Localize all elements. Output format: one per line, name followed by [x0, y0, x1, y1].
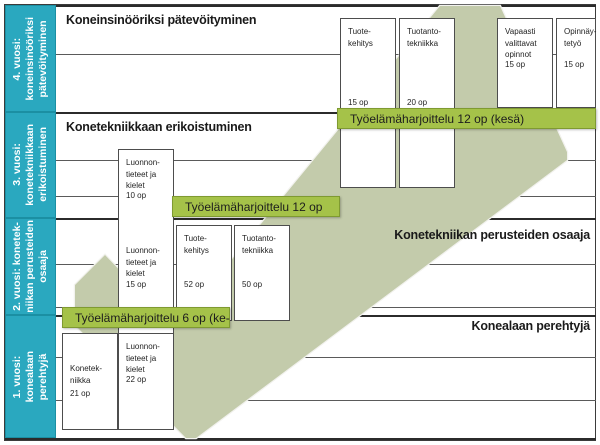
sidebar-item-year2[interactable]: 2. vuosi: konetek- niikan perusteiden os… — [5, 218, 56, 315]
sidebar-item-year2-label: 2. vuosi: konetek- niikan perusteiden os… — [11, 220, 49, 313]
course-box-opinnaytetyo-15[interactable]: Opinnäy- tetyö 15 op — [556, 18, 596, 108]
course-box-tuotekehitys-15[interactable]: Tuote- kehitys 15 op — [340, 18, 396, 188]
course-name: Luonnon- tieteet ja kielet — [126, 158, 160, 190]
sidebar-item-year3-label: 3. vuosi: konetekniikkaan erikoistuminen — [11, 124, 49, 206]
course-credits: 15 op — [126, 280, 147, 289]
heading-year4: Koneinsinööriksi pätevöityminen — [66, 13, 257, 27]
course-name: Opinnäy- tetyö — [564, 27, 597, 48]
banner-label: Työelämäharjoittelu 12 op — [185, 199, 323, 214]
course-box-tuotantotekniikka-20[interactable]: Tuotanto- tekniikka 20 op — [399, 18, 455, 188]
course-name: Tuotanto- tekniikka — [242, 234, 276, 255]
course-box-tuotekehitys-52[interactable]: Tuote- kehitys 52 op — [176, 225, 232, 321]
course-name: Luonnon- tieteet ja kielet — [126, 246, 160, 278]
banner-harjoittelu-12[interactable]: Työelämäharjoittelu 12 op — [172, 196, 340, 217]
banner-label: Työelämäharjoittelu 6 op (ke- — [75, 310, 230, 325]
sidebar-item-year4[interactable]: 4. vuosi: koneinsinööriksi pätevöitymine… — [5, 5, 56, 112]
grid-line-year3-year2 — [5, 218, 596, 220]
sidebar-item-year3[interactable]: 3. vuosi: konetekniikkaan erikoistuminen — [5, 112, 56, 218]
course-name: Luonnon- tieteet ja kielet — [126, 342, 160, 374]
banner-harjoittelu-6-kesa[interactable]: Työelämäharjoittelu 6 op (ke- — [62, 307, 230, 328]
course-credits: 20 op — [407, 98, 428, 107]
sidebar-item-year1-label: 1. vuosi: konealaan perehtyjä — [11, 350, 49, 403]
banner-harjoittelu-12-kesa[interactable]: Työelämäharjoittelu 12 op (kesä) — [337, 108, 596, 129]
course-box-luonnontieteet-kielet-22[interactable]: Luonnon- tieteet ja kielet 22 op — [118, 333, 174, 430]
course-name: Tuote- kehitys — [348, 27, 373, 48]
course-credits: 15 op — [348, 98, 369, 107]
sidebar-item-year4-label: 4. vuosi: koneinsinööriksi pätevöitymine… — [11, 16, 49, 101]
grid-line-bottom — [5, 438, 596, 440]
course-box-tuotantotekniikka-50[interactable]: Tuotanto- tekniikka 50 op — [234, 225, 290, 321]
sidebar-item-year1[interactable]: 1. vuosi: konealaan perehtyjä — [5, 315, 56, 438]
course-box-vapaasti-valittavat-15[interactable]: Vapaasti valittavat opinnot 15 op — [497, 18, 553, 108]
course-credits: 15 op — [505, 60, 526, 69]
banner-label: Työelämäharjoittelu 12 op (kesä) — [350, 111, 525, 126]
course-credits: 52 op — [184, 280, 205, 289]
course-credits: 22 op — [126, 375, 147, 384]
course-name: Tuote- kehitys — [184, 234, 209, 255]
course-credits: 21 op — [70, 389, 91, 398]
outcome-year1: Konealaan perehtyjä — [471, 319, 591, 333]
course-credits: 15 op — [564, 60, 585, 69]
course-box-konetekniikka-21[interactable]: Konetek- niikka 21 op — [62, 333, 118, 430]
course-name: Vapaasti valittavat opinnot — [505, 27, 537, 59]
heading-year3: Konetekniikkaan erikoistuminen — [66, 120, 252, 134]
course-credits: 50 op — [242, 280, 263, 289]
outcome-year2: Konetekniikan perusteiden osaaja — [394, 228, 590, 242]
grid-line-top — [5, 5, 596, 7]
course-credits: 10 op — [126, 191, 147, 200]
course-name: Tuotanto- tekniikka — [407, 27, 441, 48]
grid-line-2 — [5, 160, 596, 161]
grid-line-4 — [5, 264, 596, 265]
course-name: Konetek- niikka — [70, 364, 103, 385]
